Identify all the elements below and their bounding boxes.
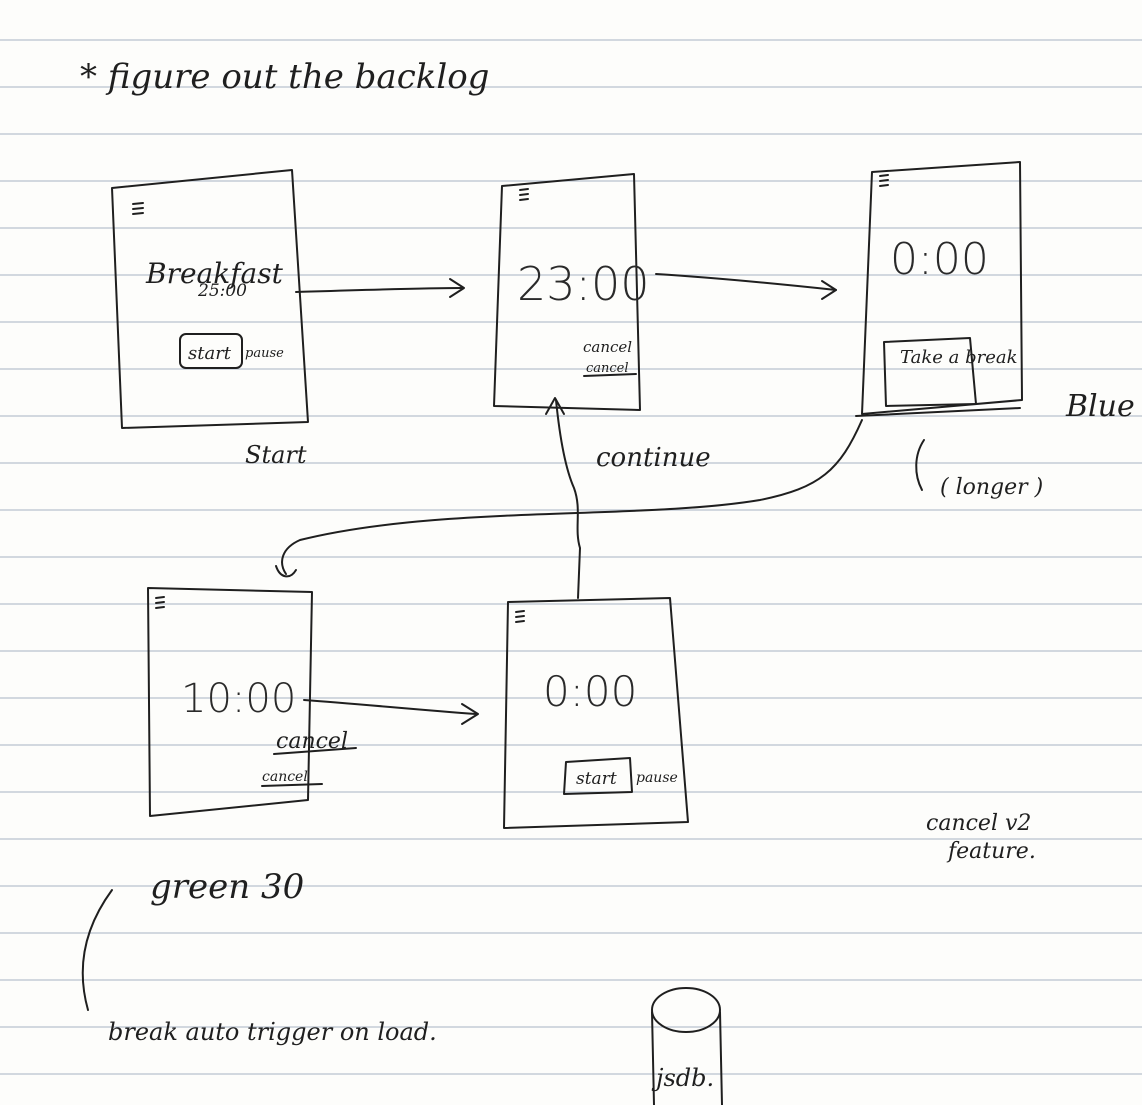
database-label: jsdb. [651, 1064, 714, 1092]
arrow-done-to-break [275, 419, 863, 578]
arrow-break-running-to-done [303, 699, 479, 725]
screen-start: Breakfast 25:00 start pause Start [111, 169, 309, 469]
arrow-running-to-done [655, 273, 837, 300]
take-break-button [883, 337, 977, 407]
hamburger-icon [879, 174, 889, 187]
screen-heading: Breakfast [145, 257, 284, 290]
pause-label: pause [636, 770, 678, 786]
start-button-label: start [576, 769, 617, 789]
break-auto-note: break auto trigger on load. [108, 1018, 437, 1046]
longer-note: ( longer ) [940, 475, 1043, 500]
phone-frame [147, 587, 313, 817]
ruled-lines [0, 39, 1142, 1075]
cancel-v2-note: cancel v2 feature. [926, 811, 1036, 864]
phone-frame [111, 169, 309, 429]
brace-mark [915, 439, 925, 491]
screen-caption: Start [245, 441, 307, 469]
phone-frame [861, 161, 1023, 415]
hamburger-icon [519, 188, 529, 201]
timer-value: 10:00 [181, 676, 296, 722]
timer-value: 0:00 [543, 667, 637, 716]
hamburger-icon [155, 596, 165, 609]
timer-value: 23:00 [517, 257, 650, 311]
screen-break-running: 10:00 cancel cancel [147, 587, 357, 817]
green-note: green 30 break auto trigger on load. [81, 867, 437, 1046]
cancel-v2-line-2: feature. [946, 839, 1036, 864]
database-icon: jsdb. [651, 987, 723, 1105]
timer-value: 25:00 [197, 281, 247, 301]
screen-done: 0:00 Take a break Blue ( longer ) [855, 161, 1135, 500]
green-label: green 30 [150, 867, 304, 907]
cancel-aside-label: cancel [262, 769, 308, 785]
phone-frame [503, 597, 689, 829]
cancel-aside-label: cancel [586, 361, 629, 376]
page-title: * figure out the backlog [80, 57, 489, 97]
hamburger-icon [132, 202, 144, 215]
start-button-label: start [188, 343, 232, 364]
arrow-start-to-running [295, 278, 465, 298]
continue-label: continue [596, 443, 711, 473]
hamburger-icon [515, 610, 525, 623]
blue-note: Blue [1065, 389, 1135, 424]
screen-break-done: 0:00 start pause [503, 597, 689, 829]
start-button [179, 333, 243, 369]
brace-mark [81, 889, 113, 1011]
cancel-v2-line-1: cancel v2 [926, 811, 1031, 836]
take-break-label: Take a break [900, 347, 1018, 368]
screen-running: 23:00 cancel cancel [493, 173, 650, 411]
pause-label: pause [245, 346, 284, 361]
timer-value: 0:00 [890, 234, 989, 285]
start-button [563, 757, 633, 795]
arrow-break-done-to-running: continue [545, 397, 711, 599]
cancel-label: cancel [583, 338, 632, 356]
phone-frame [493, 173, 641, 411]
